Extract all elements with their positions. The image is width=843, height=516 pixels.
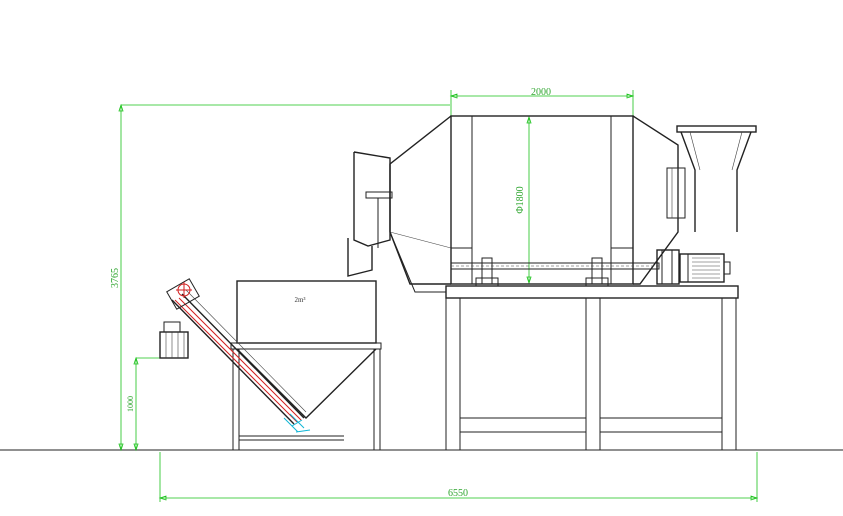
screw-conveyor bbox=[159, 278, 344, 437]
dimension-drum-diameter: Φ1800 bbox=[515, 186, 526, 213]
dimension-small-height: 1000 bbox=[126, 396, 135, 412]
dimension-width-top: 2000 bbox=[531, 87, 551, 98]
storage-hopper bbox=[230, 280, 382, 450]
discharge-hood bbox=[347, 151, 393, 277]
hopper-volume-label: 2m³ bbox=[294, 296, 305, 304]
dimension-lines bbox=[118, 90, 759, 502]
dimension-total-length: 6550 bbox=[448, 488, 468, 499]
rotary-drum bbox=[389, 115, 679, 293]
drive-shaft bbox=[450, 257, 660, 287]
support-frame bbox=[445, 285, 739, 450]
dimension-total-height: 3765 bbox=[110, 268, 121, 288]
drive-motor bbox=[656, 249, 731, 285]
feed-hopper-right bbox=[666, 125, 757, 232]
